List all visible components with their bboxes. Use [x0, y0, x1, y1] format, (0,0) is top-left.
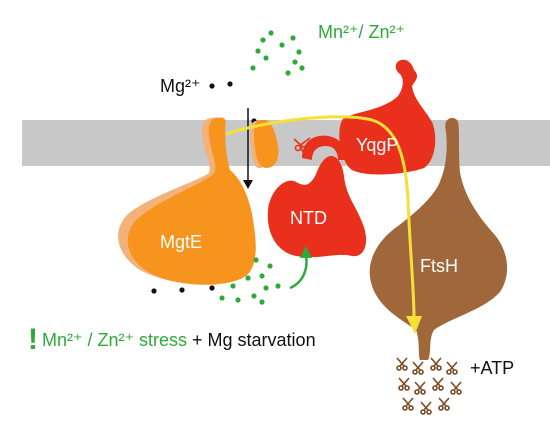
cleaved-fragment-icon: [446, 361, 458, 375]
cleaved-fragment-icon: [396, 357, 408, 371]
substrate-transfer-arrowhead: [406, 316, 422, 334]
stress-exclamation: !: [28, 323, 38, 356]
cleaved-fragment-icon: [402, 397, 414, 411]
cleaved-fragment-icon: [432, 377, 444, 391]
cleaved-fragment-icon: [414, 381, 426, 395]
ntd-domain: [267, 156, 367, 258]
label-atp: +ATP: [470, 358, 514, 378]
mg-ions-top: [209, 81, 257, 124]
stress-label: Mn²⁺ / Zn²⁺ stress: [42, 330, 188, 350]
label-mn-zn-top: Mn²⁺/ Zn²⁺: [318, 22, 405, 42]
label-mgte: MgtE: [160, 232, 202, 252]
label-yqgp: YqgP: [356, 135, 398, 155]
cleaved-fragment-icon: [420, 401, 432, 415]
condition-caption: !Mn²⁺ / Zn²⁺ stress + Mg starvation: [28, 322, 316, 358]
ntd-activation-arrow: [289, 255, 308, 290]
cleaved-fragment-icon: [430, 357, 442, 371]
mn-zn-ions-top: [250, 30, 305, 76]
cleaved-fragment-icon: [438, 397, 450, 411]
label-ftsh: FtsH: [420, 256, 458, 276]
yqgp-arch: [302, 135, 347, 160]
mgte-protein: [127, 117, 256, 285]
mg-ions-bottom: [151, 285, 215, 294]
cleaved-fragment-icon: [450, 381, 462, 395]
starvation-label: + Mg starvation: [187, 330, 316, 350]
mn-zn-ions-bottom: [219, 257, 281, 305]
scissors-icon: [293, 137, 311, 153]
label-mg: Mg²⁺: [160, 76, 201, 96]
cleaved-fragment-icon: [412, 361, 424, 375]
ftsh-protein: [369, 118, 508, 360]
substrate-transfer-arrow: [225, 115, 416, 319]
membrane-bilayer: [22, 120, 550, 166]
cleaved-fragment-icon: [396, 357, 462, 415]
mgte-pore-helix: [254, 120, 279, 168]
cleaved-fragment-icon: [398, 377, 410, 391]
yqgp-protein: [339, 59, 436, 175]
mg-transport-arrowhead: [243, 180, 253, 189]
label-ntd: NTD: [290, 208, 327, 228]
ntd-activation-arrowhead: [300, 246, 312, 258]
